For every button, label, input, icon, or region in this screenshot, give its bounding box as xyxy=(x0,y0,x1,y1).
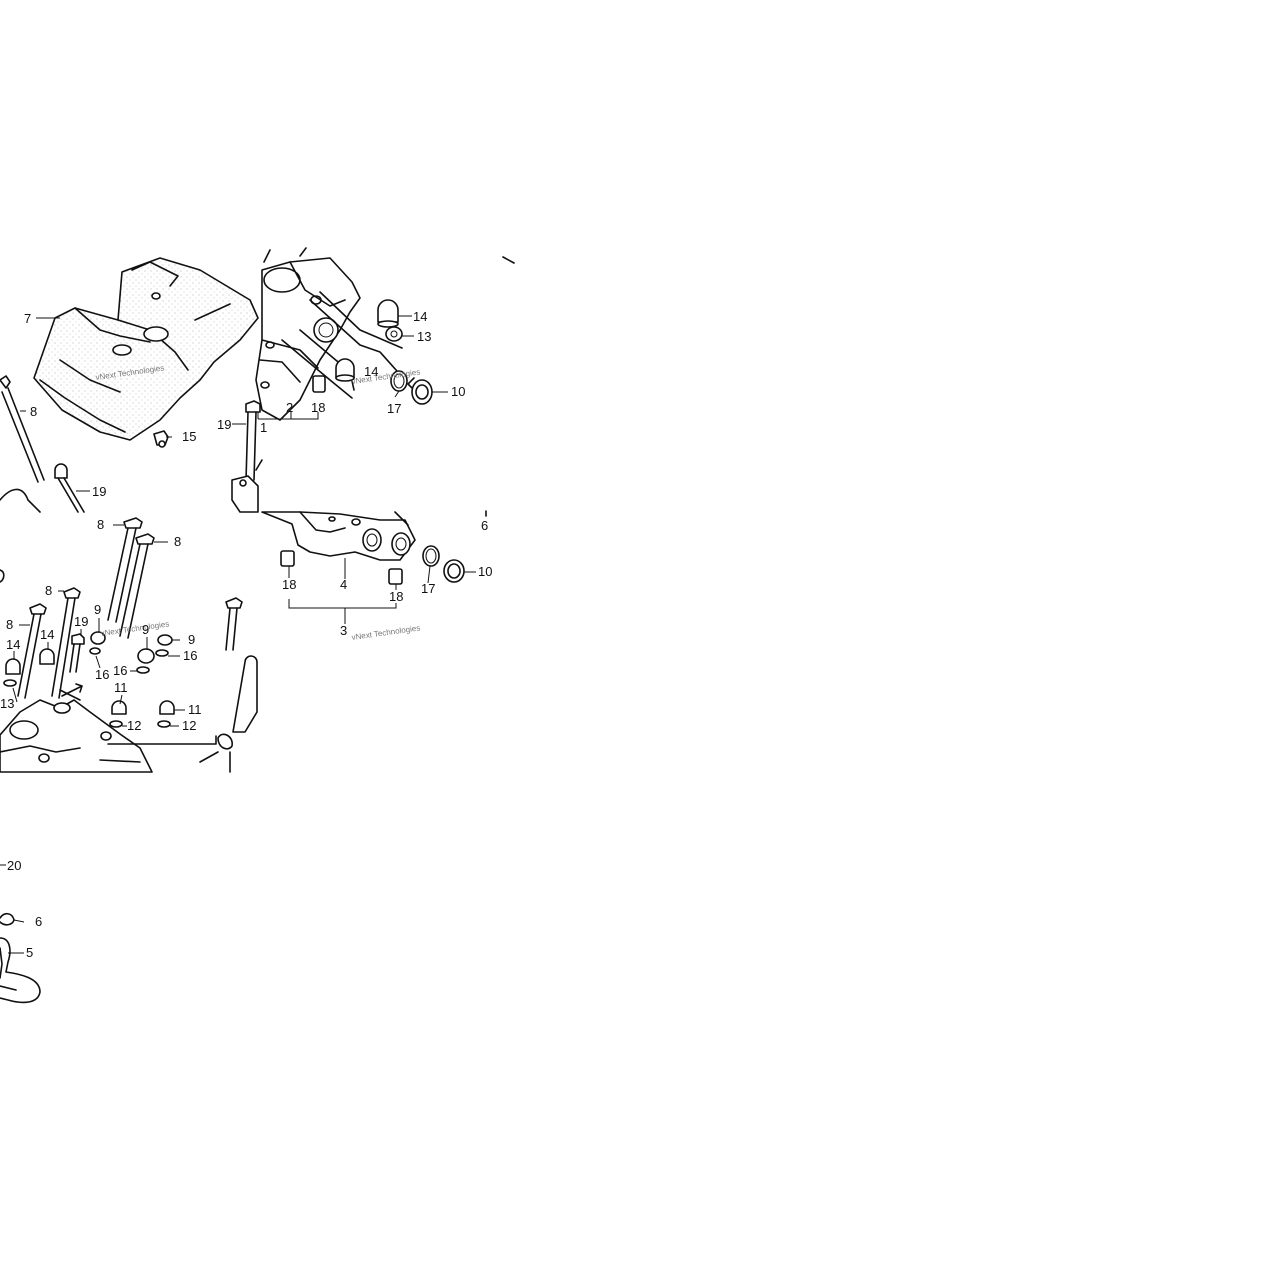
left-edge-fragment xyxy=(0,488,41,513)
callout-9-b: 9 xyxy=(142,622,149,637)
nut-9-b-part xyxy=(136,648,155,674)
callout-1: 1 xyxy=(260,420,267,435)
callout-14-lower-a: 14 xyxy=(6,637,20,652)
callout-14-middle: 14 xyxy=(364,364,378,379)
callout-6-right: 6 xyxy=(481,518,488,533)
callout-4: 4 xyxy=(340,577,347,592)
callout-13-upper: 13 xyxy=(417,329,431,344)
callout-11-b: 11 xyxy=(188,702,202,717)
callout-16-b: 16 xyxy=(113,663,127,678)
bolt-15-part xyxy=(153,430,169,448)
long-bolt-center-part xyxy=(225,597,243,651)
callout-8-b: 8 xyxy=(174,534,181,549)
callout-12-a: 12 xyxy=(127,718,141,733)
callout-18-lower-right: 18 xyxy=(389,589,403,604)
dowel-18-lower-right-part xyxy=(388,568,403,585)
cap-nut-14-lower-b-part xyxy=(39,648,55,665)
callout-8-c: 8 xyxy=(45,583,52,598)
watermark-lower-right: vNext Technologies xyxy=(351,623,421,642)
callout-13-lower: 13 xyxy=(0,696,14,711)
arrow-left xyxy=(61,683,83,697)
callout-17-lower: 17 xyxy=(421,581,435,596)
callout-18-upper: 18 xyxy=(311,400,325,415)
stray-mark xyxy=(502,256,515,264)
cylinder-head-lower-part xyxy=(261,511,416,561)
long-bolt-8-b-part xyxy=(119,533,155,639)
guide-bracket-part xyxy=(231,459,263,513)
callout-3: 3 xyxy=(340,623,347,638)
head-cover-part xyxy=(33,257,259,441)
callout-labels: 1 2 3 4 5 6 6 7 8 8 8 8 8 9 9 9 10 10 11… xyxy=(0,309,492,960)
callout-8-a: 8 xyxy=(97,517,104,532)
nut-9-a-part xyxy=(89,631,106,655)
dowel-18-upper-part xyxy=(312,375,326,393)
cylinder-block-part xyxy=(0,689,153,773)
water-pipe-part xyxy=(199,655,258,773)
hose-5-part xyxy=(0,937,41,1004)
callout-10-upper: 10 xyxy=(451,384,465,399)
callout-19-lower: 19 xyxy=(74,614,88,629)
plug-10-upper-part xyxy=(407,377,433,405)
plug-10-lower-part xyxy=(443,559,465,583)
cap-nut-14-upper-part xyxy=(377,299,399,328)
long-bolt-8-d-part xyxy=(17,603,47,699)
left-edge-fragment-2 xyxy=(0,569,5,583)
callout-17-upper: 17 xyxy=(387,401,401,416)
cap-nut-14-middle-part xyxy=(335,358,355,382)
callout-15: 15 xyxy=(182,429,196,444)
bolt-19-upper-part xyxy=(54,463,85,513)
bolt-19-lower-part xyxy=(69,633,85,673)
callout-16-a: 16 xyxy=(95,667,109,682)
callout-14-lower-b: 14 xyxy=(40,627,54,642)
callout-8-upper: 8 xyxy=(30,404,37,419)
callout-14-upper: 14 xyxy=(413,309,427,324)
callout-8-d: 8 xyxy=(6,617,13,632)
washer-13-upper-part xyxy=(385,326,403,342)
cap-nut-11-a-part xyxy=(109,700,127,728)
bolt-19-center-part xyxy=(245,400,261,481)
callout-6-lower: 6 xyxy=(35,914,42,929)
clamp-6-part xyxy=(0,912,15,926)
cap-nut-11-b-part xyxy=(157,700,175,728)
cap-nut-14-lower-a-part xyxy=(3,658,21,687)
cylinder-head-upper-part xyxy=(255,247,406,421)
callout-16-c: 16 xyxy=(183,648,197,663)
long-bolt-8-c-part xyxy=(51,587,81,699)
leader-lines xyxy=(0,315,476,954)
nut-9-c-part xyxy=(155,634,173,657)
callout-12-b: 12 xyxy=(182,718,196,733)
long-bolt-upper-left-part xyxy=(0,375,45,483)
o-ring-17-lower-part xyxy=(422,545,440,567)
callout-19-upper: 19 xyxy=(92,484,106,499)
callout-18-lower-left: 18 xyxy=(282,577,296,592)
callout-11-a: 11 xyxy=(114,680,128,695)
callout-9-c: 9 xyxy=(188,632,195,647)
callout-9-a: 9 xyxy=(94,602,101,617)
watermark-middle: vNext Technologies xyxy=(351,367,421,386)
callout-5: 5 xyxy=(26,945,33,960)
dowel-18-lower-left-part xyxy=(280,550,295,567)
callout-10-lower: 10 xyxy=(478,564,492,579)
callout-7: 7 xyxy=(24,311,31,326)
leader-bracket-lower xyxy=(107,735,217,745)
callout-20: 20 xyxy=(7,858,21,873)
long-bolt-8-a-part xyxy=(107,517,143,623)
callout-2: 2 xyxy=(286,400,293,415)
callout-19-center: 19 xyxy=(217,417,231,432)
watermark-lower-center: vNext Technologies xyxy=(100,619,170,638)
